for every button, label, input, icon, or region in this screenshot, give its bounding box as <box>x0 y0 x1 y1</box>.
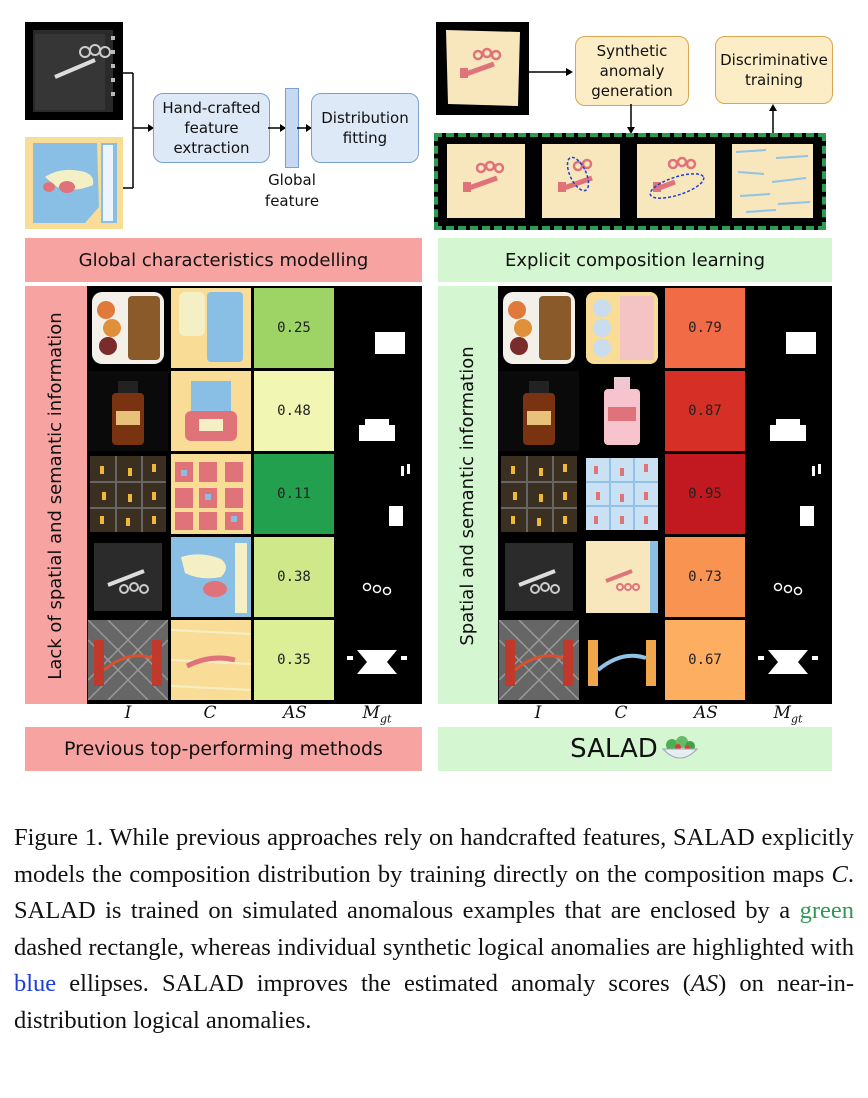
left-row-1-ground-truth-mask <box>337 288 417 368</box>
left-row-2-composition <box>171 371 251 451</box>
col-label-Mgt-left: Mgt <box>362 703 392 726</box>
arrow-to-global-feature <box>268 124 286 132</box>
example-anomaly-1 <box>536 138 626 224</box>
input-image-bag <box>25 22 123 120</box>
col-label-I-right: I <box>534 703 542 723</box>
left-row-5-ground-truth-mask <box>337 620 417 700</box>
col-label-I-left: I <box>124 703 132 723</box>
arrow-to-fitting <box>297 124 312 132</box>
right-side-text: Spatial and semantic information <box>457 346 478 646</box>
connector-arrows-left <box>123 72 154 189</box>
left-row-2-anomaly-score: 0.48 <box>254 371 334 451</box>
col-label-C-right: C <box>614 703 628 723</box>
right-row-5-composition <box>582 620 662 700</box>
arrow-down-synthetic <box>627 104 635 134</box>
right-row-4-image <box>499 537 579 617</box>
left-row-1-image <box>88 288 168 368</box>
right-row-3-image <box>499 454 579 534</box>
right-row-1-composition <box>582 288 662 368</box>
right-row-4-composition <box>582 537 662 617</box>
band-global-characteristics: Global characteristics modelling <box>25 238 422 282</box>
left-row-3-composition <box>171 454 251 534</box>
col-label-AS-right: AS <box>694 703 718 723</box>
left-row-4-anomaly-score: 0.38 <box>254 537 334 617</box>
arrow-to-synthetic <box>529 68 573 76</box>
right-row-5-ground-truth-mask <box>748 620 828 700</box>
left-row-5-image <box>88 620 168 700</box>
right-row-1-ground-truth-mask <box>748 288 828 368</box>
left-row-2-image <box>88 371 168 451</box>
col-label-Mgt-right: Mgt <box>773 703 803 726</box>
col-label-C-left: C <box>203 703 217 723</box>
right-row-2-anomaly-score: 0.87 <box>665 371 745 451</box>
figure-caption: Figure 1. While previous approaches rely… <box>14 824 854 1034</box>
right-row-3-ground-truth-mask <box>748 454 828 534</box>
col-label-AS-left: AS <box>283 703 307 723</box>
left-row-5-composition <box>171 620 251 700</box>
right-row-1-image <box>499 288 579 368</box>
left-row-1-composition <box>171 288 251 368</box>
example-normal <box>441 138 531 224</box>
right-row-5-image <box>499 620 579 700</box>
band-explicit-composition: Explicit composition learning <box>438 238 832 282</box>
left-row-4-composition <box>171 537 251 617</box>
right-row-1-anomaly-score: 0.79 <box>665 288 745 368</box>
left-row-3-ground-truth-mask <box>337 454 417 534</box>
band-salad: SALAD <box>438 727 832 771</box>
right-row-4-anomaly-score: 0.73 <box>665 537 745 617</box>
example-anomaly-3 <box>726 138 819 224</box>
left-row-3-anomaly-score: 0.11 <box>254 454 334 534</box>
salad-bowl-icon <box>661 736 698 759</box>
left-row-4-image <box>88 537 168 617</box>
left-row-5-anomaly-score: 0.35 <box>254 620 334 700</box>
band-previous-methods: Previous top-performing methods <box>25 727 422 771</box>
left-row-2-ground-truth-mask <box>337 371 417 451</box>
salad-label: SALAD <box>570 734 658 764</box>
left-side-text: Lack of spatial and semantic information <box>45 312 66 680</box>
left-row-4-ground-truth-mask <box>337 537 417 617</box>
right-row-5-anomaly-score: 0.67 <box>665 620 745 700</box>
right-side-band <box>438 286 498 704</box>
right-row-2-composition <box>582 371 662 451</box>
right-row-3-anomaly-score: 0.95 <box>665 454 745 534</box>
arrow-up-discriminative <box>769 104 777 136</box>
right-row-2-ground-truth-mask <box>748 371 828 451</box>
composition-map-input <box>25 137 123 229</box>
input-composition-map <box>436 22 529 115</box>
right-row-2-image <box>499 371 579 451</box>
right-row-4-ground-truth-mask <box>748 537 828 617</box>
left-side-band <box>25 286 87 704</box>
right-row-3-composition <box>582 454 662 534</box>
left-row-3-image <box>88 454 168 534</box>
example-anomaly-2 <box>631 138 721 224</box>
left-row-1-anomaly-score: 0.25 <box>254 288 334 368</box>
